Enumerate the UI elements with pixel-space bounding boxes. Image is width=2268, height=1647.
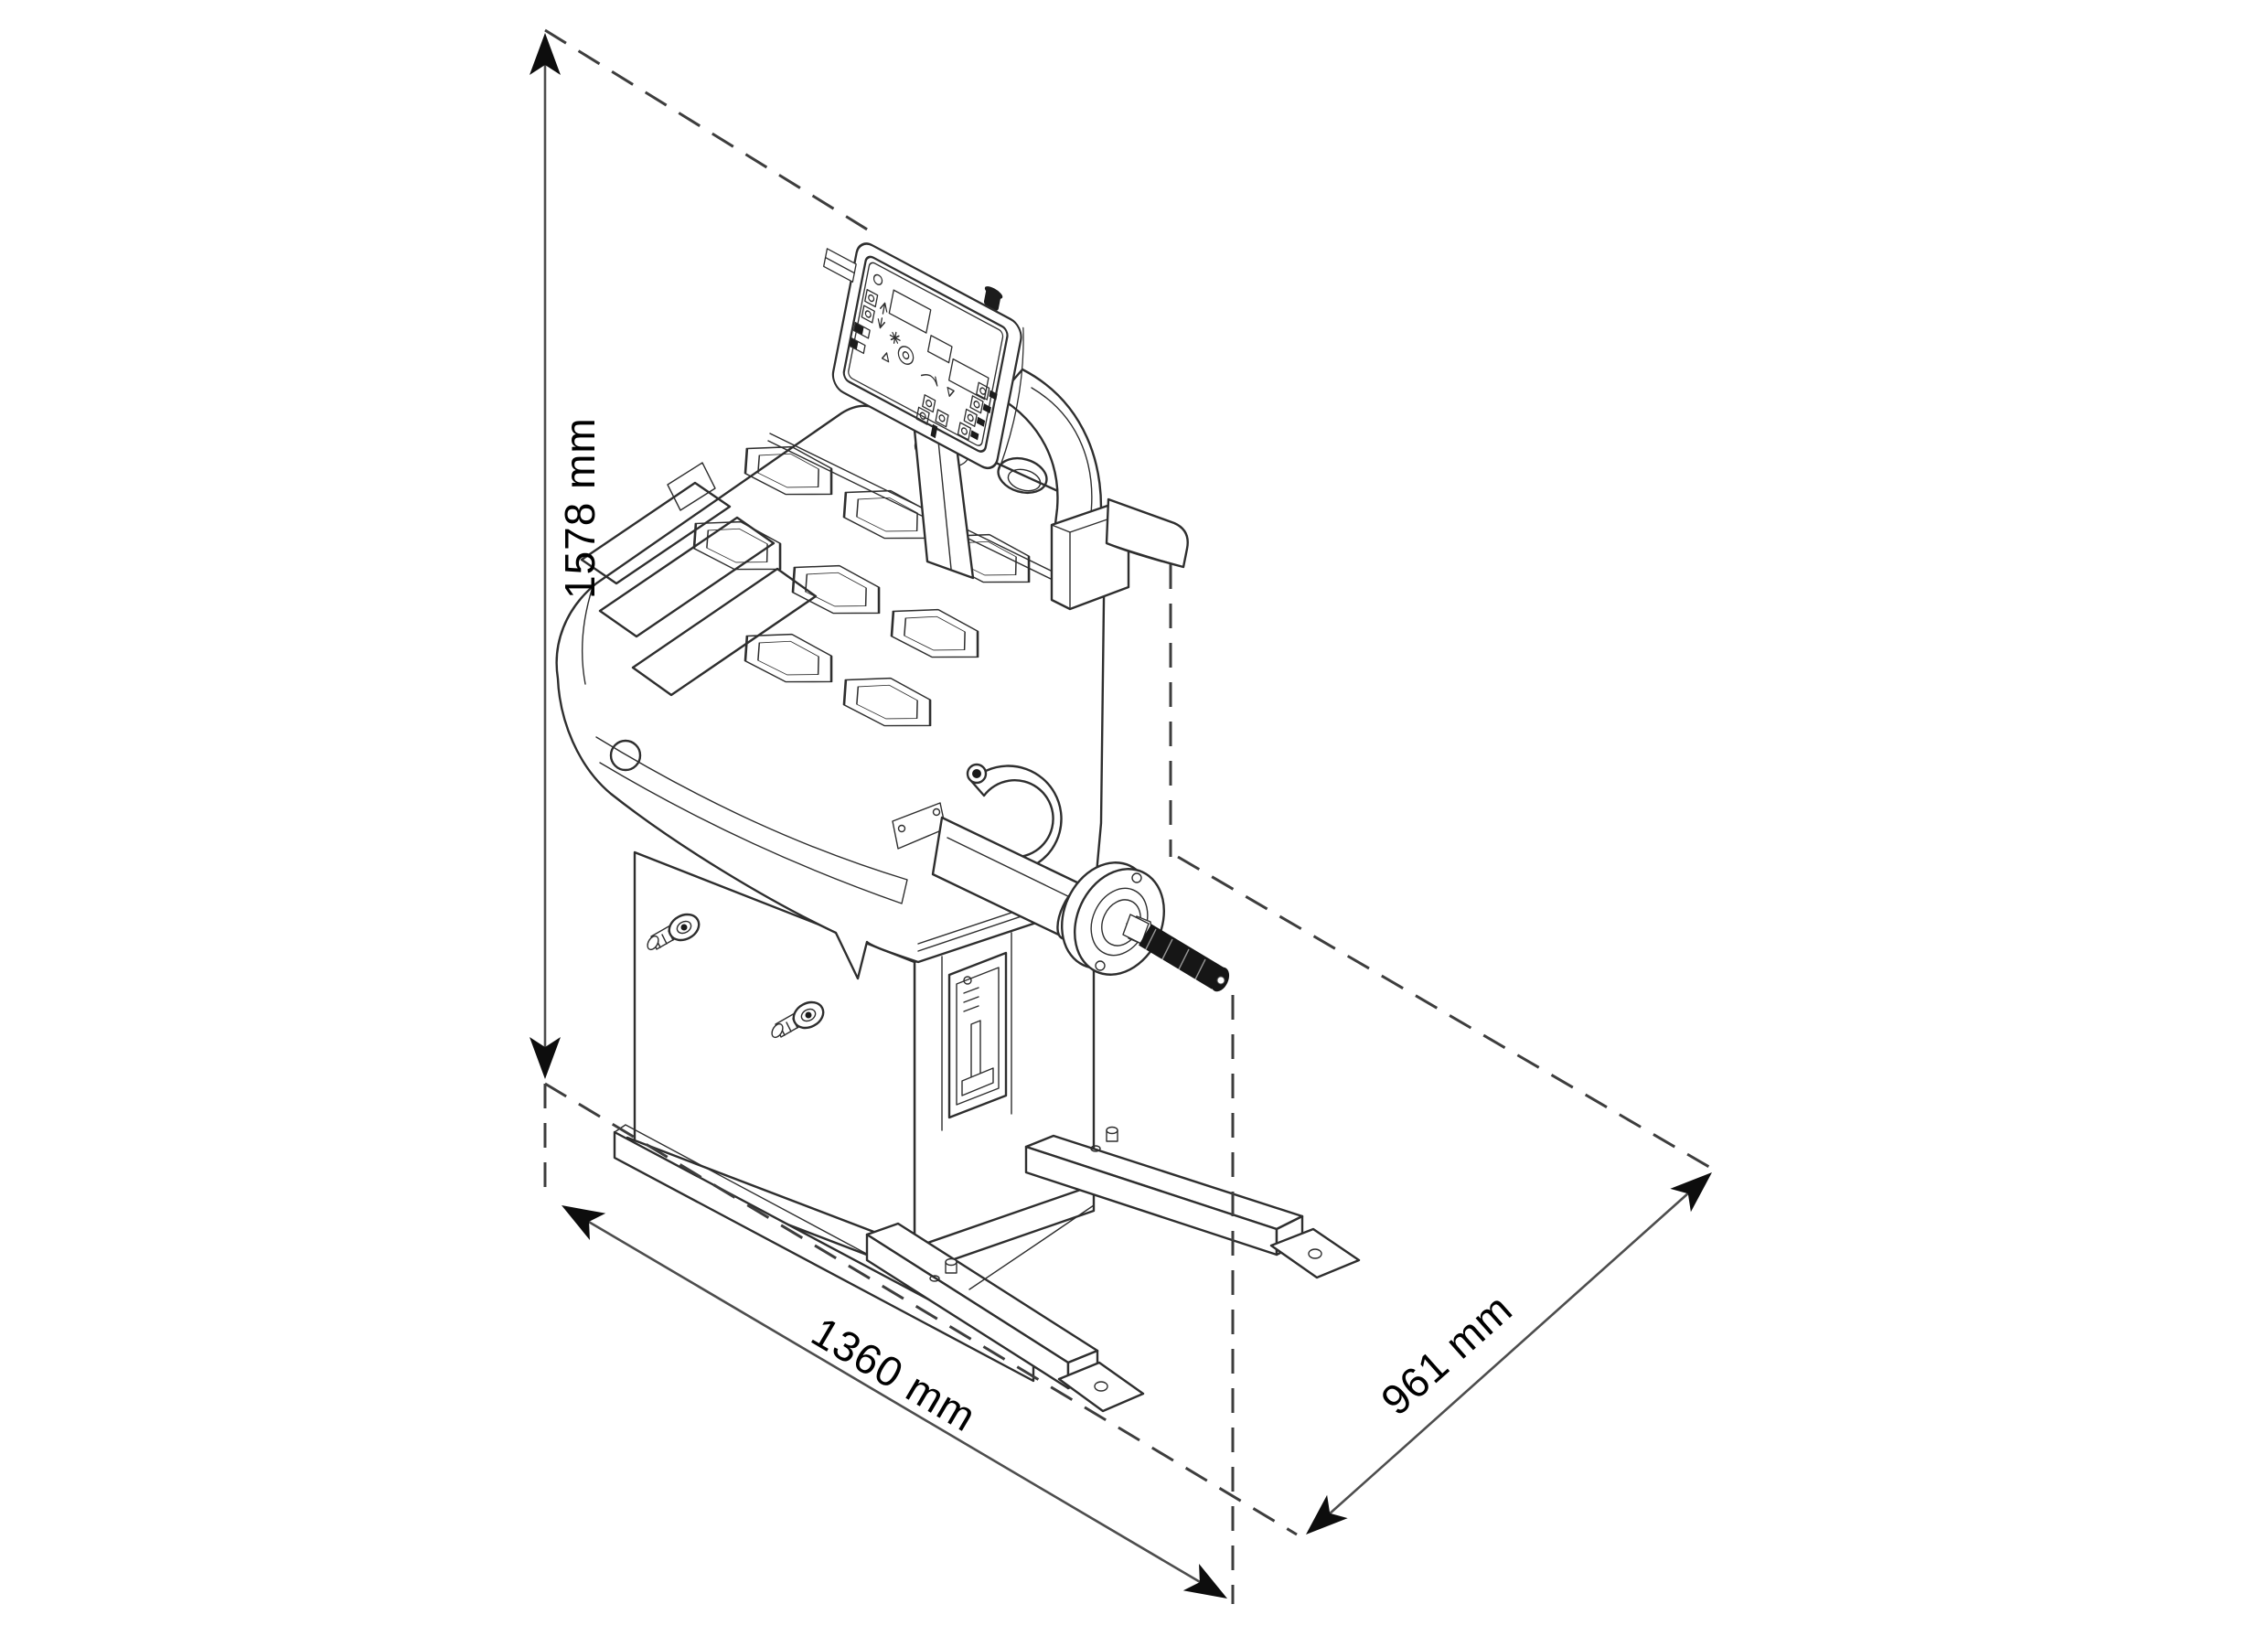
front-foot-plate	[1057, 1361, 1145, 1413]
pedal-spring	[963, 987, 979, 1012]
anchor-bolt	[929, 1257, 957, 1282]
panel-left-keys	[848, 288, 888, 355]
top-projection-dash	[544, 28, 870, 232]
panel-icons	[881, 331, 955, 398]
height-dimension: 1578 mm	[530, 33, 604, 1079]
projection-lines	[543, 28, 1715, 1604]
panel-right-keys	[957, 381, 998, 441]
floor-front-edge-dash	[544, 1082, 1298, 1536]
tool-compartments	[580, 481, 818, 697]
side-panel-seam	[941, 932, 1012, 1131]
hanger-stud	[647, 913, 701, 951]
power-led	[872, 273, 883, 286]
pedal-window	[947, 951, 1008, 1119]
gooseneck-arm	[997, 368, 1189, 611]
anchor-bolt	[1090, 1126, 1118, 1152]
panel-bottom-keys	[915, 394, 949, 439]
depth-dimension: 961 mm	[1295, 1160, 1723, 1546]
wheel-balancer-drawing	[555, 242, 1361, 1413]
left-skid	[613, 1130, 1035, 1383]
base-legs	[613, 1124, 1361, 1413]
display-window-left	[888, 289, 932, 334]
threaded-shaft	[1122, 914, 1230, 992]
cover-plug	[609, 739, 642, 772]
depth-dimension-label: 961 mm	[1372, 1284, 1521, 1424]
floor-rear-edge-dash	[1177, 855, 1715, 1171]
spindle-assembly	[892, 763, 1230, 992]
control-panel	[823, 242, 1024, 471]
hanger-stud	[771, 1000, 825, 1039]
display-window-mid	[927, 335, 953, 364]
hexagon-pockets	[667, 433, 1053, 741]
panel-knob	[983, 286, 1003, 311]
display-window-right	[948, 358, 990, 401]
rear-foot-plate	[1269, 1227, 1361, 1279]
height-dimension-label: 1578 mm	[556, 417, 604, 599]
cabinet	[626, 850, 1096, 1275]
